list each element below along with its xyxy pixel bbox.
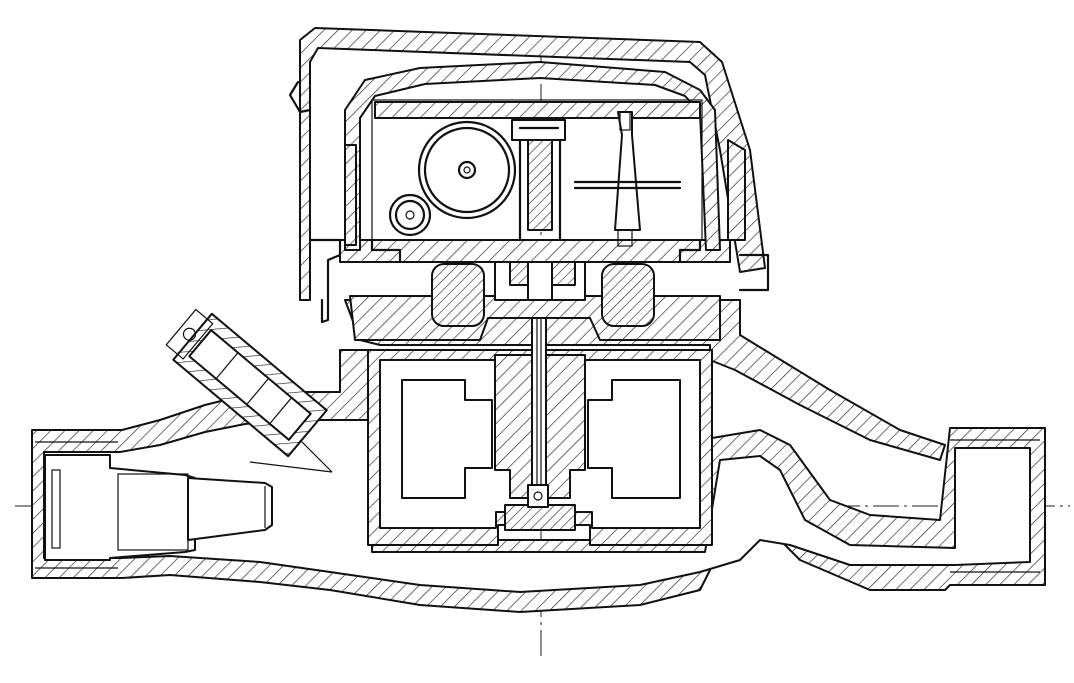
fitting-cap	[165, 308, 214, 360]
fitting-detail-1	[215, 352, 239, 380]
angled-fitting	[165, 308, 328, 458]
spindle-cap	[511, 119, 566, 141]
register-housing	[288, 27, 770, 324]
spindle-column	[527, 139, 553, 231]
outlet-section	[35, 439, 1040, 573]
magnet-right	[601, 263, 655, 327]
left-bracket	[308, 238, 342, 324]
left-side-clip	[344, 144, 357, 246]
strainer-tip	[187, 477, 273, 541]
impeller-vane-left	[401, 379, 493, 499]
magnet-left	[431, 263, 485, 327]
strainer-ring	[51, 469, 61, 549]
impeller-shaft	[531, 301, 547, 511]
upper-housing	[344, 299, 946, 461]
fitting-leader-line	[249, 461, 333, 473]
inlet-strainer	[44, 454, 273, 561]
pivot-bearing	[504, 504, 576, 531]
pivot-pin	[527, 484, 549, 508]
register-top-plate	[374, 101, 701, 119]
small-gear-hub	[405, 210, 415, 220]
coupling-gap	[527, 261, 553, 301]
large-gear-axle	[463, 166, 471, 174]
fitting-detail-2	[246, 378, 270, 405]
small-gear-inner	[394, 199, 426, 231]
strainer-body	[44, 454, 196, 561]
fitting-bore	[188, 329, 312, 441]
right-dial-base	[617, 229, 633, 247]
register-base-steps	[370, 238, 702, 264]
large-gear-inner-ring	[423, 126, 511, 214]
large-gear-hub	[457, 160, 477, 180]
register-frame	[371, 99, 703, 241]
impeller-vane-right	[587, 379, 681, 499]
fitting-leader-line-2	[299, 439, 333, 473]
large-dial-gear-icon	[417, 120, 517, 220]
right-dial-pointer	[614, 111, 641, 231]
pivot-point-icon	[533, 491, 543, 501]
fitting-detail-3	[269, 397, 293, 425]
measuring-chamber	[367, 301, 713, 546]
lid-hinge	[288, 80, 312, 114]
lid-outer-shell	[299, 27, 766, 301]
right-side-clip	[727, 139, 746, 241]
fitting-screw-icon	[182, 327, 197, 341]
right-dial-hub	[619, 111, 631, 131]
small-gear-icon	[388, 193, 432, 237]
right-bracket	[738, 253, 770, 292]
